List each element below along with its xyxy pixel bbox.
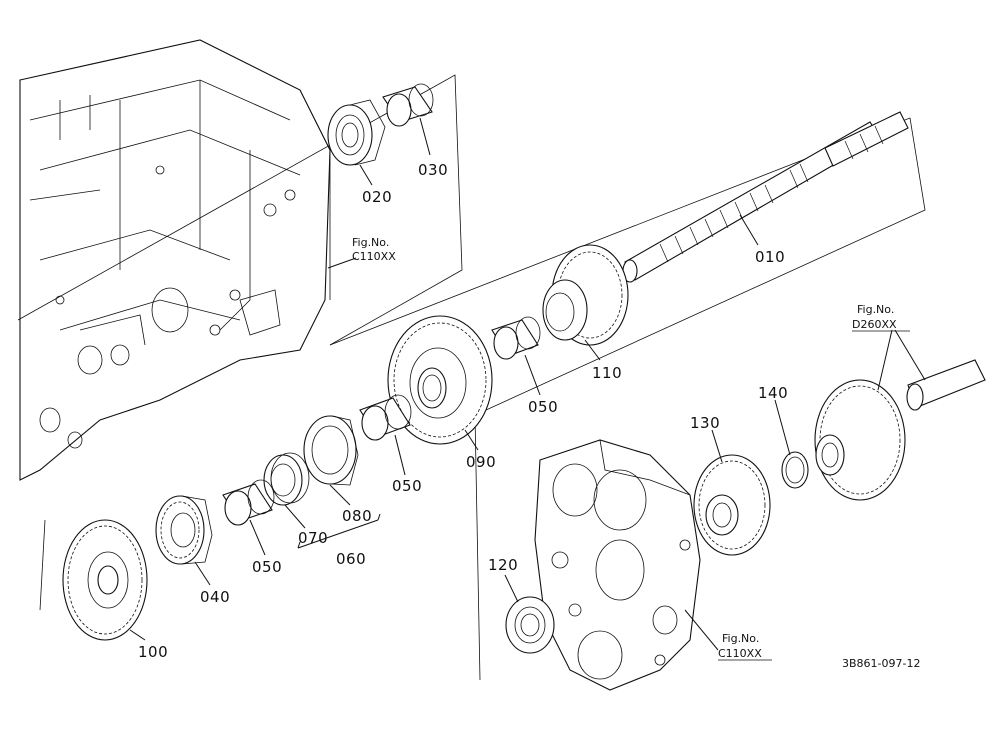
part-label-050-upper: 050 (528, 398, 558, 416)
frame-main (329, 117, 926, 681)
gear-040 (155, 495, 213, 565)
fig-ref-c110xx-lower[interactable]: Fig.No. C110XX (718, 632, 772, 661)
part-label-010: 010 (755, 248, 785, 266)
part-label-050-lower: 050 (252, 558, 282, 576)
bearing-120 (505, 596, 555, 654)
part-label-090: 090 (466, 453, 496, 471)
part-label-070: 070 (298, 529, 328, 547)
part-label-120: 120 (488, 556, 518, 574)
part-label-040: 040 (200, 588, 230, 606)
gear-130 (693, 454, 771, 556)
snap-ring-140 (781, 451, 809, 489)
part-label-030: 030 (418, 161, 448, 179)
bushing-050-lower (222, 479, 275, 526)
fig-ref-label: Fig.No. (722, 632, 759, 645)
fig-ref-code: C110XX (352, 250, 396, 263)
cover-case (534, 439, 701, 691)
frame-left (39, 519, 46, 611)
gear-right (814, 359, 986, 501)
fig-ref-label: Fig.No. (857, 303, 894, 316)
part-label-050-middle: 050 (392, 477, 422, 495)
part-label-100: 100 (138, 643, 168, 661)
fig-ref-code: C110XX (718, 647, 762, 660)
bushing-050-upper (491, 316, 541, 360)
fig-ref-c110xx-upper[interactable]: Fig.No. C110XX (352, 236, 396, 263)
drawing-id: 3B861-097-12 (842, 657, 920, 670)
part-label-060: 060 (336, 550, 366, 568)
transmission-housing (19, 39, 331, 481)
part-label-130: 130 (690, 414, 720, 432)
gear-100 (62, 519, 148, 641)
fig-ref-label: Fig.No. (352, 236, 389, 249)
ring-070 (263, 452, 310, 506)
ring-080 (303, 415, 359, 486)
leader-lines (129, 117, 926, 651)
gear-090 (387, 315, 493, 445)
part-label-080: 080 (342, 507, 372, 525)
bushing-030 (382, 83, 434, 127)
bearing-020 (327, 99, 386, 166)
shaft-010 (622, 111, 909, 283)
frame-upper (17, 74, 463, 346)
part-label-140: 140 (758, 384, 788, 402)
bushing-050-middle (359, 394, 412, 441)
fig-ref-code: D260XX (852, 318, 897, 331)
gear-110 (542, 244, 629, 346)
fig-ref-d260xx[interactable]: Fig.No. D260XX (852, 303, 910, 332)
part-label-020: 020 (362, 188, 392, 206)
part-label-110: 110 (592, 364, 622, 382)
